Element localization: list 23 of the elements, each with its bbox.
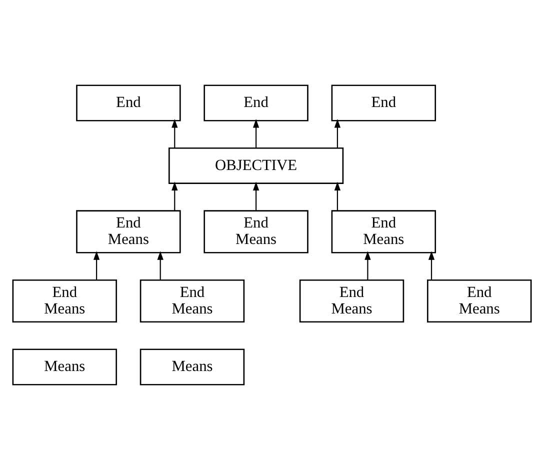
node-box: End Means	[426, 278, 532, 322]
arrow	[334, 181, 341, 210]
node-box: End Means	[12, 278, 117, 322]
node-box: End Means	[204, 210, 308, 253]
node-box: End Means	[331, 210, 436, 253]
arrow	[252, 181, 260, 210]
node-box: Means	[140, 348, 245, 385]
arrow	[252, 118, 260, 148]
node-box: OBJECTIVE	[168, 146, 344, 184]
arrow	[428, 250, 435, 280]
arrow	[334, 118, 341, 148]
arrow	[364, 250, 371, 280]
node-box: End Means	[76, 210, 181, 253]
node-box: End	[76, 84, 181, 121]
arrow	[93, 250, 100, 280]
node-box: End Means	[140, 278, 245, 322]
node-box: Means	[12, 348, 117, 385]
node-box: End	[331, 84, 436, 121]
arrow	[172, 118, 178, 148]
arrow	[172, 181, 178, 210]
node-box: End Means	[299, 278, 404, 322]
arrow	[157, 250, 164, 280]
node-box: End	[204, 84, 308, 121]
